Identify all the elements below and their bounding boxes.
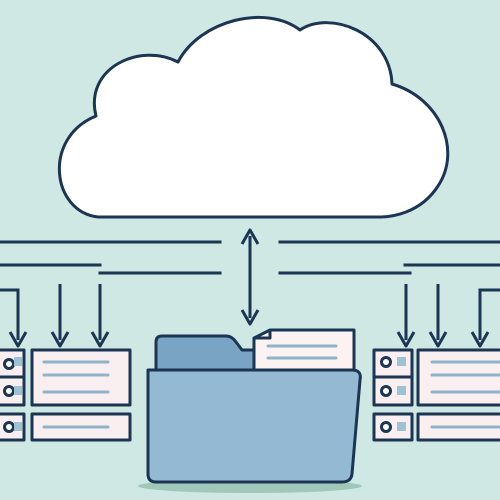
arrowhead [470, 331, 490, 348]
connector-lines [0, 240, 500, 275]
server-led [3, 385, 15, 397]
arrowhead [428, 331, 448, 348]
arrowhead [396, 331, 416, 348]
server-led [380, 421, 392, 433]
arrowhead [50, 331, 70, 348]
arrow-down-icon [0, 284, 500, 348]
server-led [380, 385, 392, 397]
server-lines [42, 360, 110, 429]
server-led [380, 356, 392, 368]
server-led [397, 386, 406, 395]
cloud-icon [58, 15, 450, 219]
arrowhead [90, 331, 110, 348]
document-lines [266, 344, 338, 360]
server-led [3, 358, 15, 370]
folder-front [146, 368, 362, 484]
folder-icon [146, 328, 362, 484]
server-led [3, 421, 15, 433]
server-led-group [14, 357, 22, 431]
arrow [0, 288, 20, 340]
server-led [397, 357, 406, 366]
double-arrow-icon [240, 228, 260, 326]
server-drive [416, 348, 500, 407]
server-unit [372, 412, 414, 442]
arrow [478, 288, 500, 340]
arrowhead [8, 331, 28, 348]
server-drive [30, 348, 132, 407]
server-led [397, 422, 406, 431]
server-lines [430, 360, 500, 429]
